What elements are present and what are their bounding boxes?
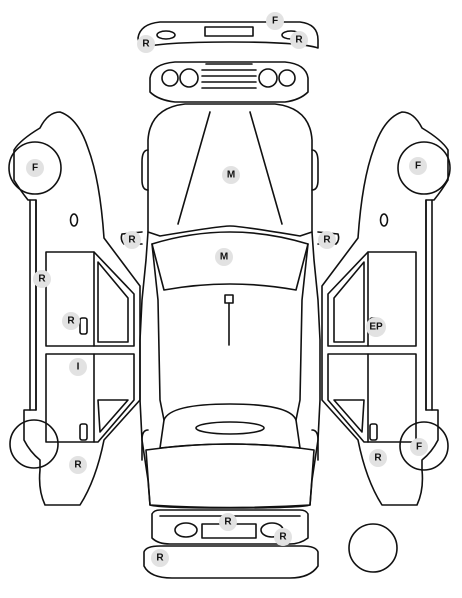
svg-text:F: F [416, 442, 422, 453]
svg-text:F: F [415, 161, 421, 172]
badge-front-bumper-left[interactable]: R [137, 35, 155, 53]
svg-text:R: R [295, 35, 303, 46]
badge-left-rear-door[interactable]: I [69, 358, 87, 376]
badge-right-front-wheel[interactable]: F [409, 157, 427, 175]
badge-left-handle-front[interactable]: R [62, 312, 80, 330]
badge-mirror-right[interactable]: R [318, 231, 336, 249]
right-side-profile[interactable] [321, 111, 449, 506]
front-grille[interactable] [149, 61, 309, 103]
badge-right-rear-wheel[interactable]: F [410, 438, 428, 456]
badge-right-front-door[interactable]: EP [366, 317, 386, 337]
spare-wheel[interactable] [348, 523, 398, 573]
svg-text:R: R [38, 274, 46, 285]
rear-bumper[interactable] [143, 545, 319, 579]
left-front-wheel[interactable] [8, 141, 62, 195]
right-front-wheel[interactable] [397, 141, 451, 195]
svg-text:R: R [323, 235, 331, 246]
svg-text:R: R [279, 532, 287, 543]
svg-text:R: R [128, 235, 136, 246]
badge-rear-bumper-right[interactable]: R [274, 528, 292, 546]
badge-rear-valance[interactable]: R [151, 549, 169, 567]
badge-front-bumper-fuel[interactable]: F [266, 12, 284, 30]
right-mirror[interactable] [317, 231, 340, 245]
badge-mirror-left[interactable]: R [123, 231, 141, 249]
svg-text:F: F [272, 16, 278, 27]
svg-text:R: R [67, 316, 75, 327]
badge-front-bumper-right[interactable]: R [290, 31, 308, 49]
badge-left-front-door[interactable]: R [33, 270, 51, 288]
badge-right-rear-wheel-tag[interactable]: R [369, 449, 387, 467]
badge-hood[interactable]: M [222, 166, 240, 184]
svg-text:R: R [224, 517, 232, 528]
svg-text:R: R [142, 39, 150, 50]
svg-text:I: I [77, 362, 80, 373]
left-rear-wheel[interactable] [9, 419, 59, 469]
svg-text:R: R [374, 453, 382, 464]
right-rear-wheel[interactable] [399, 421, 449, 471]
svg-text:R: R [74, 460, 82, 471]
svg-text:R: R [156, 553, 164, 564]
svg-text:M: M [227, 170, 235, 181]
badge-left-front-wheel[interactable]: F [26, 159, 44, 177]
badge-rear-bumper-center[interactable]: R [219, 513, 237, 531]
svg-text:F: F [32, 163, 38, 174]
svg-text:EP: EP [369, 322, 383, 333]
badge-windshield[interactable]: M [215, 248, 233, 266]
badge-left-rear-wheel[interactable]: R [69, 456, 87, 474]
svg-text:M: M [220, 252, 228, 263]
car-body-top-view[interactable] [139, 103, 321, 509]
